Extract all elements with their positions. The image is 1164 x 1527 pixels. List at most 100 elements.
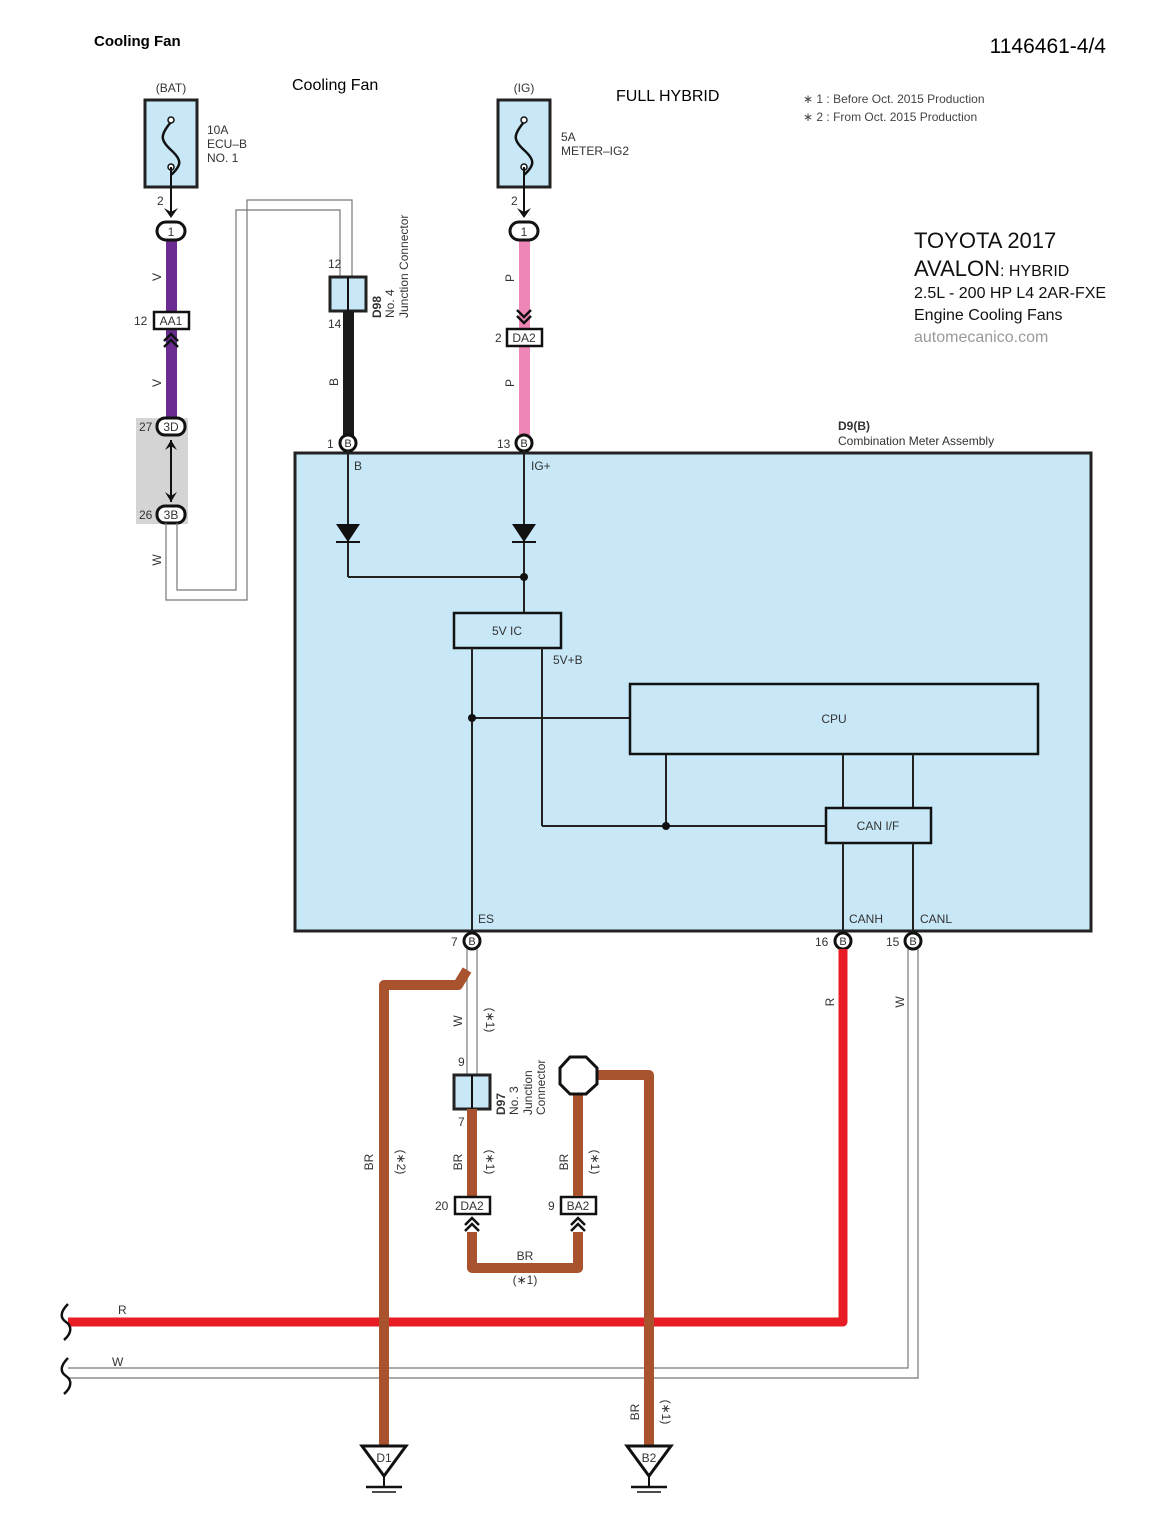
arrow-up-icon <box>165 440 177 450</box>
wire-note-es: (∗1) <box>483 1008 497 1033</box>
svg-text:Junction Connector: Junction Connector <box>397 215 411 318</box>
connector-da2-bottom[interactable] <box>453 1195 492 1216</box>
chevron-down-icon <box>517 208 531 218</box>
block-cpu-label: CPU <box>821 712 846 726</box>
signal-b: B <box>354 459 362 473</box>
connector-3d[interactable] <box>155 416 187 437</box>
wire-brown-d1[interactable] <box>379 967 472 1450</box>
meter-pin-16-num: 16 <box>815 935 829 949</box>
wire-label-r1: R <box>823 997 837 1006</box>
wire-white-outer[interactable] <box>165 199 353 601</box>
wire-label-b: B <box>327 378 341 386</box>
svg-text:D97: D97 <box>494 1093 508 1115</box>
fuse-ig-out-pin: 2 <box>511 194 518 208</box>
connector-3b[interactable] <box>155 504 187 525</box>
connector-ba2-label: BA2 <box>567 1199 590 1213</box>
wire-brown-bridge[interactable] <box>467 1232 583 1273</box>
fuse-ig-name: METER–IG2 <box>561 144 629 158</box>
fuse-ig-rating: 5A <box>561 130 576 144</box>
connector-1-ig-label: 1 <box>521 225 528 239</box>
wire-label-r2: R <box>118 1303 127 1317</box>
connector-da2-bottom-pin: 20 <box>435 1199 449 1213</box>
note-1: ∗ 1 : Before Oct. 2015 Production <box>803 92 985 106</box>
note-2: ∗ 2 : From Oct. 2015 Production <box>803 110 977 124</box>
block-can-if <box>824 806 933 845</box>
signal-canh: CANH <box>849 912 883 926</box>
connector-da2-bottom-label: DA2 <box>460 1199 484 1213</box>
arrow-down-icon <box>165 492 177 502</box>
splice-point-icon <box>558 1055 599 1096</box>
wire-note-d1: (∗2) <box>394 1150 408 1175</box>
wire-label-br-ba2: BR <box>557 1153 571 1170</box>
svg-text:No. 3: No. 3 <box>507 1086 521 1115</box>
wire-brown-b2[interactable] <box>596 1070 654 1450</box>
combination-meter-assembly[interactable] <box>293 451 1093 933</box>
fuse-icon <box>161 121 181 176</box>
vehicle-system: Engine Cooling Fans <box>914 307 1063 324</box>
wire-label-br-d97: BR <box>451 1153 465 1170</box>
meter-pin-7-num: 7 <box>451 935 458 949</box>
signal-es: ES <box>478 912 494 926</box>
vehicle-make-year: TOYOTA 2017 <box>914 228 1056 253</box>
wire-red-canh[interactable] <box>68 949 848 1327</box>
wire-label-v2: V <box>150 379 164 387</box>
ground-icon <box>624 1444 674 1479</box>
wire-label-w3: W <box>893 996 907 1008</box>
fuse-bat-name: ECU–B <box>207 137 247 151</box>
wire-white-canl[interactable] <box>68 949 909 1369</box>
vehicle-model-suffix: : HYBRID <box>1000 263 1069 280</box>
wire-white-inner[interactable] <box>176 209 341 591</box>
chevron-up-icon <box>463 1216 481 1233</box>
fuse-bat-out-pin: 2 <box>157 194 164 208</box>
connector-aa1-pin: 12 <box>134 314 148 328</box>
wire-label-w1: W <box>150 554 164 566</box>
connector-da2-top-pin: 2 <box>495 331 502 345</box>
diode-icon <box>336 524 360 542</box>
fuse-ig-supply: (IG) <box>514 81 535 95</box>
signal-ig: IG+ <box>531 459 551 473</box>
meter-pin-1-conn: B <box>344 438 351 450</box>
wire-note-d97: (∗1) <box>483 1150 497 1175</box>
fuse-bat-supply: (BAT) <box>156 81 186 95</box>
connector-3b-pin: 26 <box>139 508 153 522</box>
wire-label-br-bridge: BR <box>517 1249 534 1263</box>
wire-label-w2: W <box>451 1015 465 1027</box>
meter-pin-16-conn: B <box>839 936 846 948</box>
connector-1-bat[interactable] <box>155 220 187 242</box>
meter-pin-1-num: 1 <box>327 437 334 451</box>
wire-black[interactable] <box>343 311 354 436</box>
vehicle-engine: 2.5L - 200 HP L4 2AR-FXE <box>914 285 1106 302</box>
fuse-icon <box>514 121 534 176</box>
fuse-bat-name2: NO. 1 <box>207 151 239 165</box>
ground-b2: B2 <box>624 1444 674 1493</box>
document-id: 1146461-4/4 <box>990 35 1107 58</box>
connector-da2-top-label: DA2 <box>512 331 536 345</box>
meter-pin-7-conn: B <box>468 936 475 948</box>
ground-icon <box>359 1444 409 1479</box>
wire-label-br-b2: BR <box>628 1403 642 1420</box>
connector-aa1[interactable] <box>152 310 191 331</box>
meter-code: D9(B) <box>838 419 870 433</box>
meter-pin-15[interactable] <box>903 931 923 951</box>
page-title: Cooling Fan <box>94 33 181 50</box>
wire-note-bridge: (∗1) <box>513 1273 538 1287</box>
meter-pin-15-conn: B <box>909 936 916 948</box>
connector-da2-top[interactable] <box>505 327 544 348</box>
vehicle-model: AVALON <box>914 256 1000 281</box>
variant-label: FULL HYBRID <box>616 88 719 105</box>
wire-label-v1: V <box>150 273 164 281</box>
connector-1-bat-label: 1 <box>168 225 175 239</box>
diode-icon <box>512 524 536 542</box>
meter-pin-13-num: 13 <box>497 437 511 451</box>
connector-ba2[interactable] <box>559 1195 598 1216</box>
d97-pin-top: 9 <box>458 1055 465 1069</box>
connector-1-ig[interactable] <box>508 220 540 242</box>
svg-text:Junction: Junction <box>521 1070 535 1115</box>
block-cpu <box>628 682 1040 756</box>
label-5v-b: 5V+B <box>553 653 583 667</box>
connector-3b-label: 3B <box>164 508 179 522</box>
ground-b2-label: B2 <box>642 1451 657 1465</box>
meter-pin-7[interactable] <box>462 931 482 951</box>
ground-d1: D1 <box>359 1444 409 1493</box>
